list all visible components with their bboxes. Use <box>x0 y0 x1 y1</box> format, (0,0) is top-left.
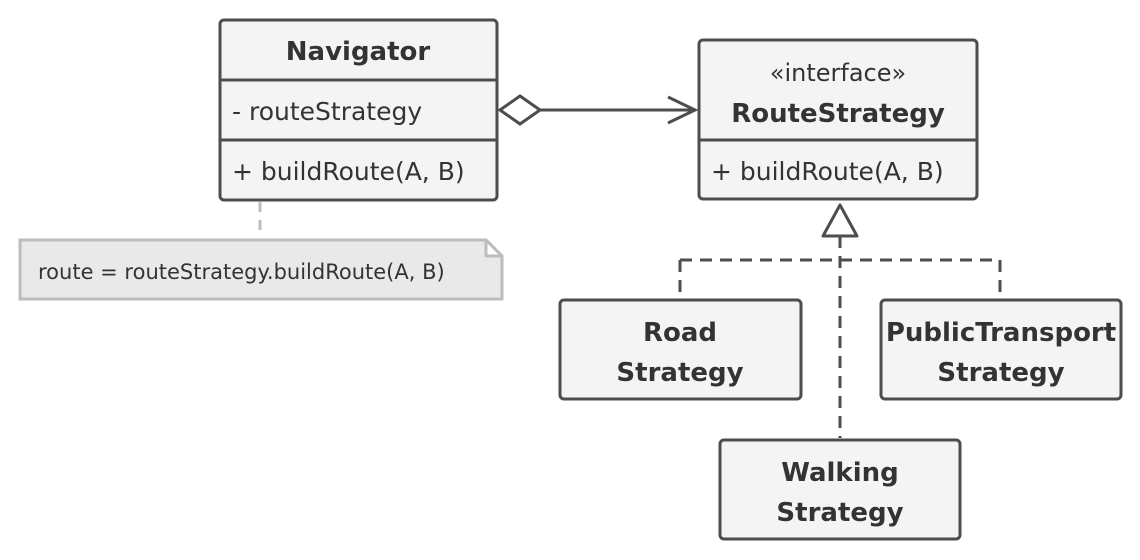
realization-triangle-icon <box>821 203 859 238</box>
note: route = routeStrategy.buildRoute(A, B) <box>18 238 504 301</box>
public-transport-strategy-title-line2: Strategy <box>937 358 1064 388</box>
walking-strategy-class: Walking Strategy <box>718 438 962 541</box>
route-strategy-interface: «interface» RouteStrategy + buildRoute(A… <box>697 38 979 201</box>
note-body <box>18 238 504 301</box>
public-transport-strategy-title-line1: PublicTransport <box>886 318 1116 348</box>
route-strategy-method: + buildRoute(A, B) <box>711 157 944 186</box>
route-strategy-stereotype: «interface» <box>770 59 906 87</box>
road-strategy-title-line2: Strategy <box>616 358 743 388</box>
road-strategy-title-line1: Road <box>643 318 717 348</box>
public-transport-strategy-box <box>879 298 1123 401</box>
road-strategy-box <box>558 298 803 401</box>
navigator-field: - routeStrategy <box>232 97 422 126</box>
route-strategy-box <box>697 38 979 201</box>
public-transport-strategy-class: PublicTransport Strategy <box>879 298 1123 401</box>
walking-strategy-title-line1: Walking <box>781 458 899 488</box>
walking-strategy-box <box>718 438 962 541</box>
aggregation-diamond-icon <box>497 94 543 126</box>
navigator-box <box>218 18 499 202</box>
road-strategy-class: Road Strategy <box>558 298 803 401</box>
navigator-class: Navigator - routeStrategy + buildRoute(A… <box>218 18 499 202</box>
note-text: route = routeStrategy.buildRoute(A, B) <box>38 260 445 284</box>
walking-strategy-title-line2: Strategy <box>776 498 903 528</box>
association-arrowhead-icon <box>667 95 699 125</box>
note-fold-corner <box>484 238 504 258</box>
navigator-title: Navigator <box>286 37 431 67</box>
realization-lines <box>678 203 1002 438</box>
route-strategy-title: RouteStrategy <box>731 99 945 129</box>
navigator-method: + buildRoute(A, B) <box>232 157 465 186</box>
aggregation-association <box>497 94 699 126</box>
